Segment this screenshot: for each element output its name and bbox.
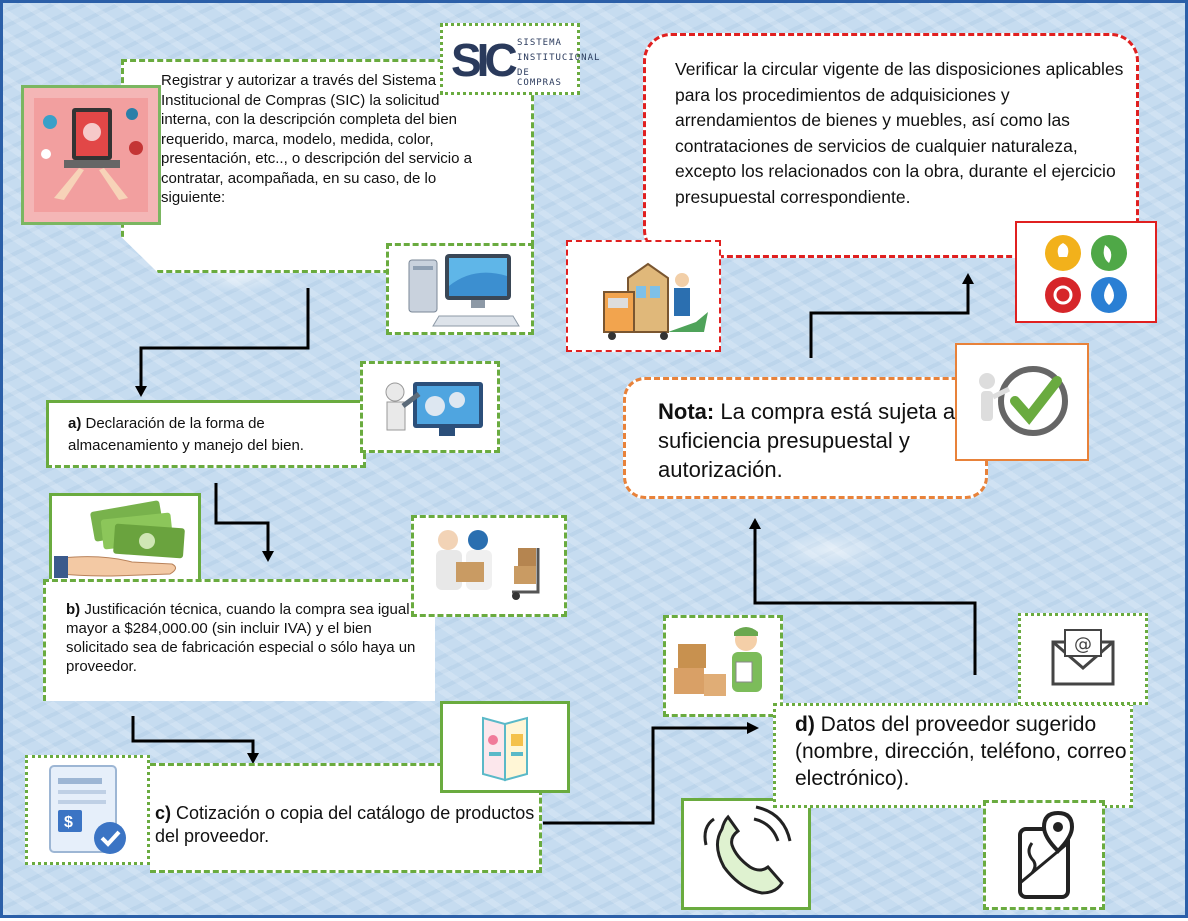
step-a-body: Declaración de la forma de almacenamient… <box>68 415 304 454</box>
arrowhead-verify <box>962 273 974 284</box>
arrowhead-c <box>247 753 259 764</box>
connector-lines <box>131 273 977 825</box>
note-box <box>623 377 988 499</box>
step-d-body: Datos del proveedor sugerido (nombre, di… <box>795 713 1127 790</box>
step-d-box <box>773 703 1133 808</box>
services-icon <box>1015 221 1157 323</box>
arrowhead-b <box>262 551 274 562</box>
sic-logo-line2: INSTITUCIONAL <box>517 53 601 63</box>
step-b-text: b) Justificación técnica, cuando la comp… <box>66 600 428 676</box>
step-c-body: Cotización o copia del catálogo de produ… <box>155 803 535 846</box>
laptop-icon <box>21 85 161 225</box>
sic-logo-line3: DE COMPRAS <box>517 68 562 88</box>
svg-text:@: @ <box>1074 634 1092 655</box>
step-main-text: Registrar y autorizar a través del Siste… <box>161 72 472 206</box>
note-body: La compra está sujeta a suficiencia pres… <box>658 399 956 482</box>
note-text: Nota: La compra está sujeta a suficienci… <box>658 397 968 484</box>
catalog-icon <box>440 701 570 793</box>
sic-logo-line1: SISTEMA <box>517 38 562 48</box>
money-hand-icon <box>49 493 201 585</box>
step-b-body: Justificación técnica, cuando la compra … <box>66 601 423 675</box>
step-b-letter: b) <box>66 601 81 618</box>
computer-icon <box>386 243 534 335</box>
step-a-letter: a) <box>68 415 82 432</box>
svg-text:$: $ <box>64 814 73 831</box>
moving-boxes-icon <box>566 240 721 352</box>
phone-icon <box>681 798 811 910</box>
verify-box <box>643 33 1139 258</box>
arrow-note-to-verify <box>809 278 970 358</box>
step-b-box <box>43 579 435 701</box>
verify-text: Verificar la circular vigente de las dis… <box>675 59 1124 207</box>
sic-logo: SIC SISTEMA INSTITUCIONAL DE COMPRAS <box>440 23 599 95</box>
step-a-text: a) Declaración de la forma de almacenami… <box>68 413 358 457</box>
arrow-main-to-a <box>139 288 310 391</box>
step-d-text: d) Datos del proveedor sugerido (nombre,… <box>795 711 1135 792</box>
arrowhead-note <box>749 518 761 529</box>
sic-logo-mark: SIC <box>451 34 518 86</box>
arrowhead-a <box>135 386 147 397</box>
courier-boxes-icon <box>663 615 783 717</box>
tools-icon <box>360 361 500 453</box>
arrow-a-to-b <box>214 483 270 558</box>
map-icon <box>983 800 1105 910</box>
arrowhead-d <box>747 722 759 734</box>
arrow-c-to-d <box>543 726 753 825</box>
document-check-icon: $ <box>25 755 150 865</box>
step-d-letter: d) <box>795 713 815 736</box>
email-icon: @ <box>1018 613 1148 705</box>
arrow-d-to-note <box>753 523 977 675</box>
delivery-icon <box>411 515 567 617</box>
step-c-letter: c) <box>155 803 172 823</box>
checkmark-icon <box>955 343 1089 461</box>
arrow-b-to-c <box>131 716 255 761</box>
step-c-text: c) Cotización o copia del catálogo de pr… <box>155 802 535 848</box>
note-label: Nota: <box>658 399 715 424</box>
